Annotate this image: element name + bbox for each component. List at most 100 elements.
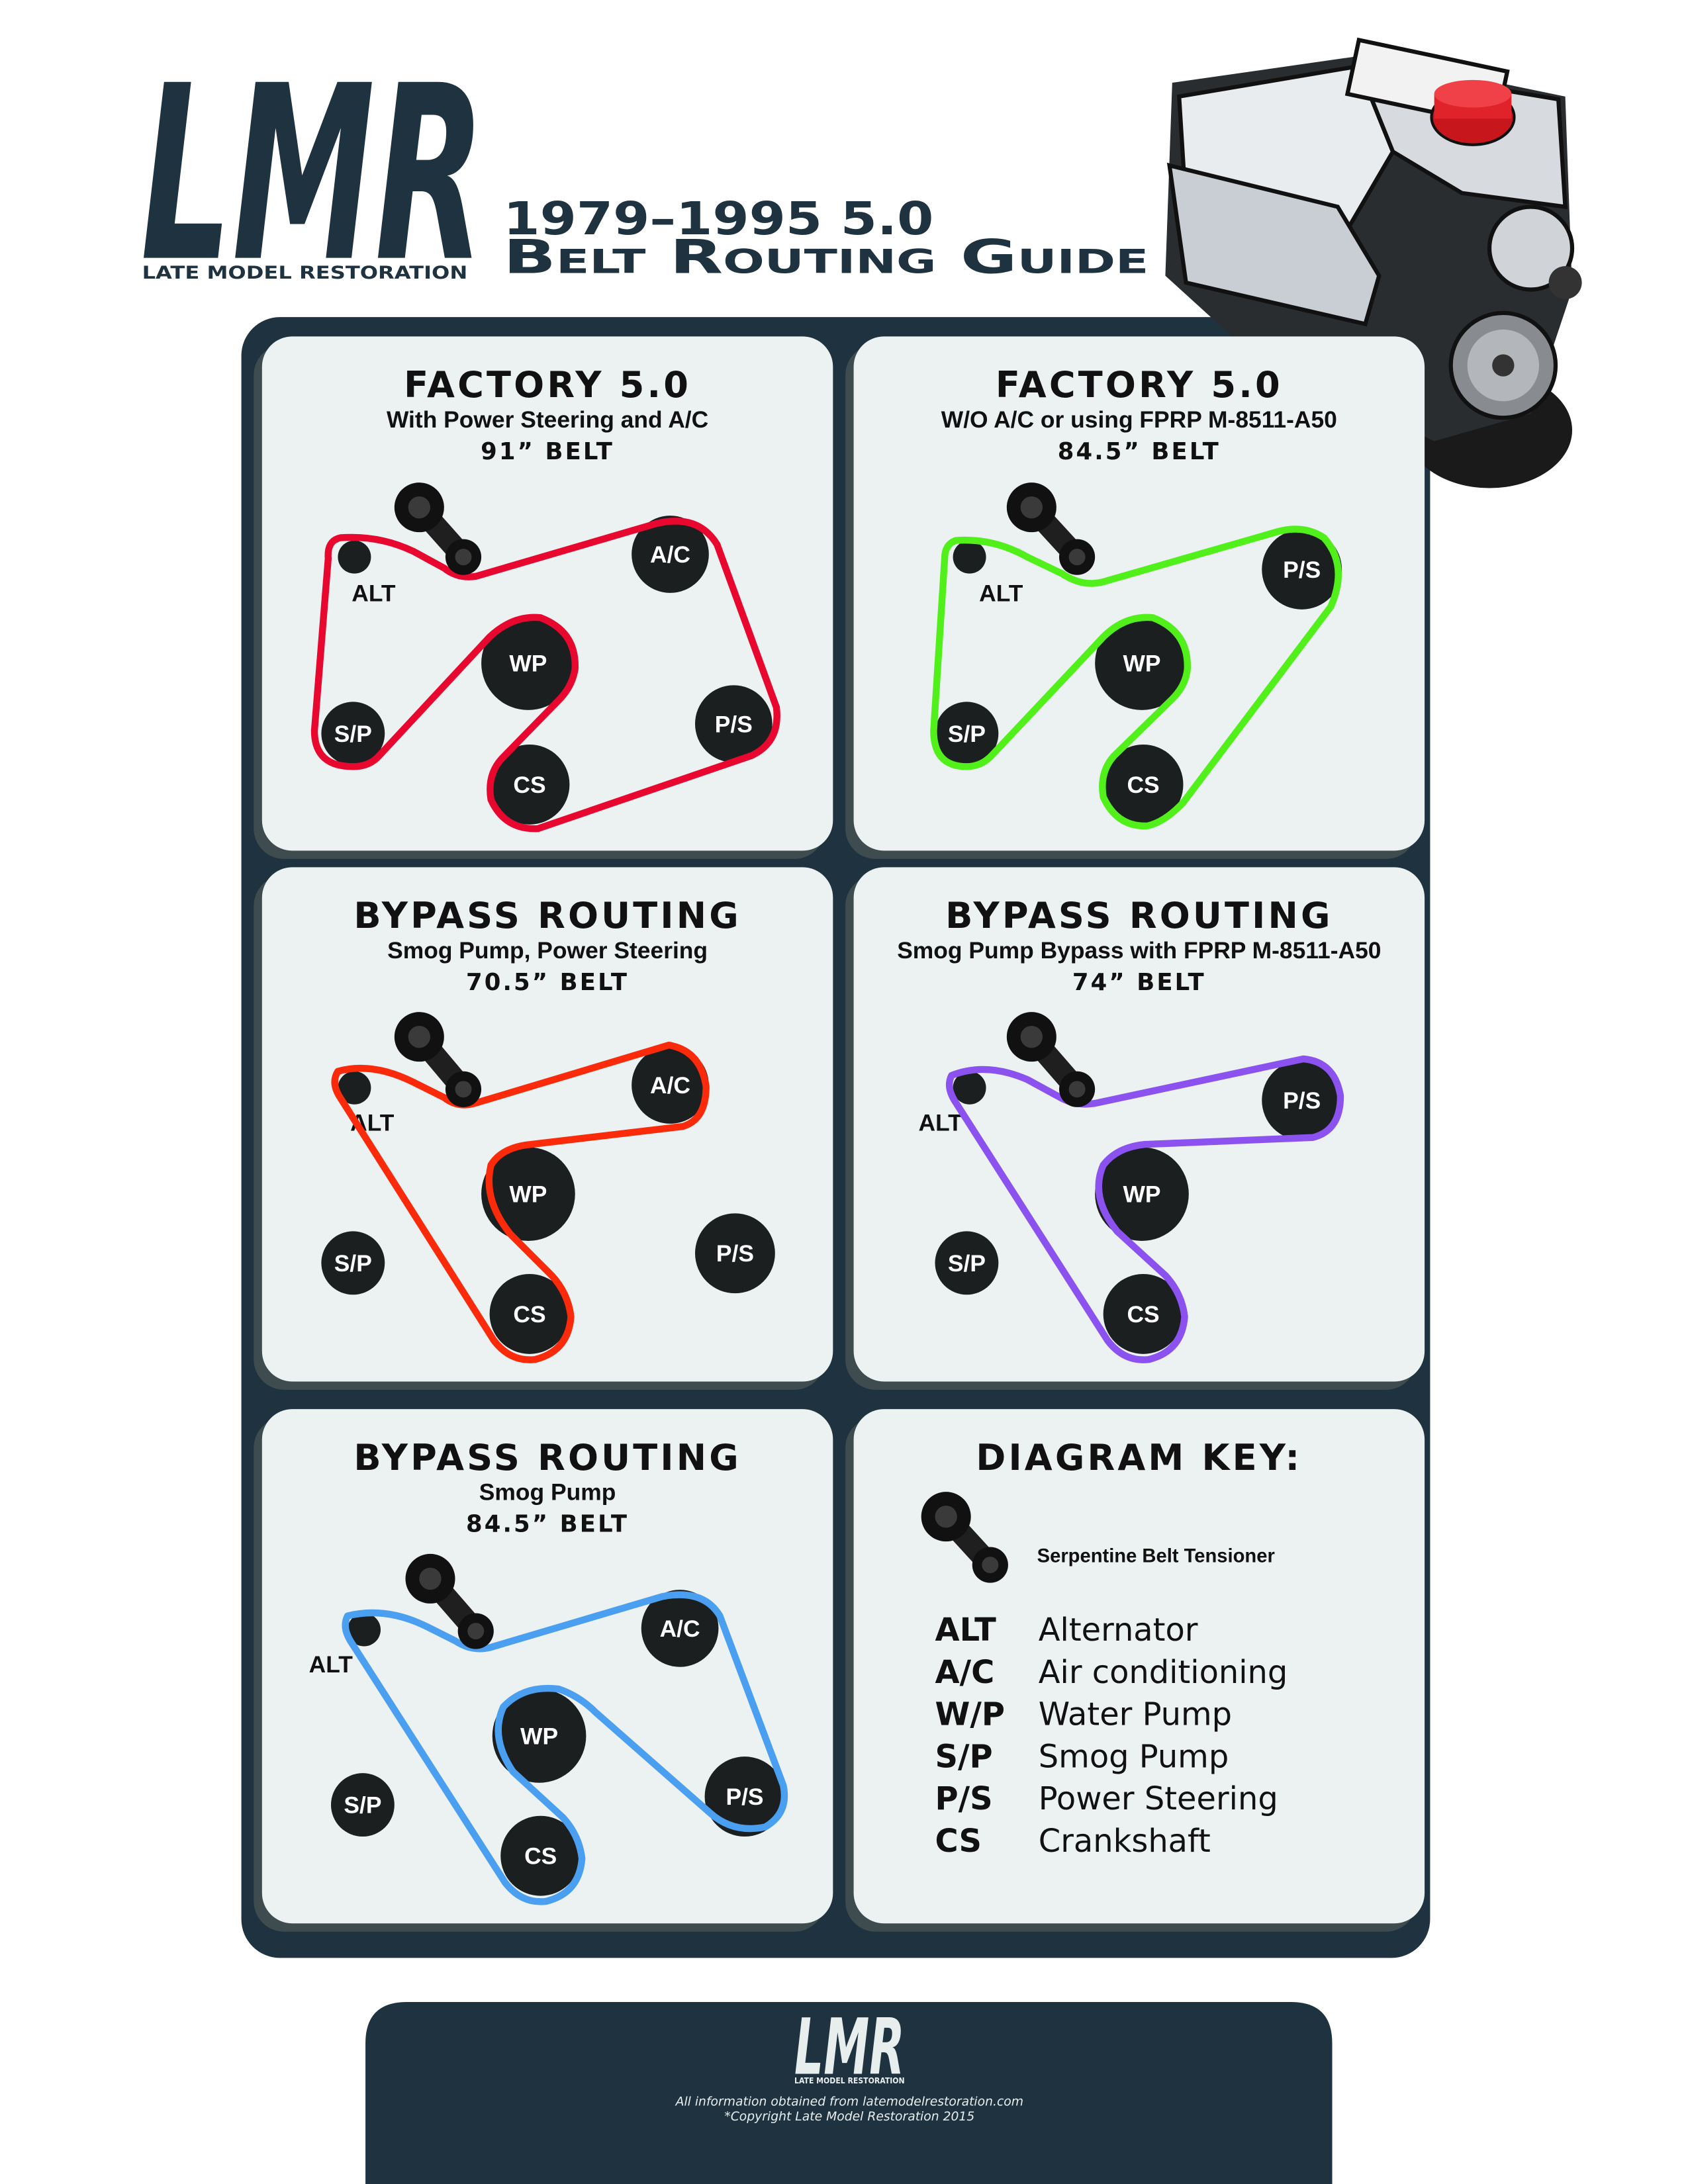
pulley: P/S bbox=[1262, 1060, 1342, 1140]
pulley-icon bbox=[935, 702, 999, 766]
pulley: P/S bbox=[695, 685, 773, 763]
pulley: WP bbox=[481, 1147, 575, 1241]
key-description: Water Pump bbox=[1039, 1697, 1232, 1733]
pulley-label: WP bbox=[509, 1181, 547, 1208]
pulley-label: S/P bbox=[344, 1792, 381, 1819]
alternator-pulley-icon bbox=[348, 1613, 381, 1647]
pulley-icon bbox=[1262, 529, 1342, 610]
card-subtitle: Smog Pump, Power Steering bbox=[387, 937, 708, 964]
footer-logo-tagline: LATE MODEL RESTORATION bbox=[794, 2075, 905, 2085]
key-title: DIAGRAM KEY: bbox=[976, 1437, 1302, 1479]
pulley: P/S bbox=[704, 1756, 785, 1837]
pulley-label: A/C bbox=[660, 1615, 700, 1642]
pulley-icon bbox=[704, 1756, 785, 1837]
card-title: FACTORY 5.0 bbox=[996, 364, 1283, 406]
alternator-pulley-icon bbox=[953, 1071, 986, 1105]
pulley: WP bbox=[481, 616, 575, 710]
guide-title-years: 1979–1995 5.0 bbox=[503, 193, 933, 246]
serpentine-belt bbox=[930, 525, 1342, 830]
card-subtitle: W/O A/C or using FPRP M-8511-A50 bbox=[941, 406, 1337, 433]
key-item: P/S Power Steering bbox=[935, 1781, 1278, 1817]
pulley-label: S/P bbox=[334, 1250, 372, 1277]
belt-length: 70.5” BELT bbox=[466, 969, 629, 996]
pulley-icon bbox=[489, 745, 570, 825]
footer-source: All information obtained from latemodelr… bbox=[675, 2095, 1023, 2109]
pulley-label: P/S bbox=[715, 711, 753, 737]
pulley-icon bbox=[695, 1213, 775, 1294]
key-description: Crankshaft bbox=[1039, 1823, 1211, 1860]
key-abbreviation: W/P bbox=[935, 1697, 1005, 1733]
pulley-label: S/P bbox=[948, 1250, 986, 1277]
pulley: CS bbox=[1103, 1274, 1184, 1354]
pulley-icon bbox=[1103, 1274, 1184, 1354]
key-abbreviation: CS bbox=[935, 1823, 982, 1860]
tensioner-icon bbox=[394, 1012, 482, 1107]
card-subtitle: Smog Pump Bypass with FPRP M-8511-A50 bbox=[897, 937, 1381, 964]
card-background bbox=[261, 336, 833, 851]
key-abbreviation: S/P bbox=[935, 1739, 993, 1775]
pulley-icon bbox=[695, 685, 773, 763]
tensioner-icon bbox=[405, 1553, 494, 1649]
pulley-icon bbox=[1095, 1147, 1189, 1241]
pulley-label: P/S bbox=[726, 1784, 763, 1810]
pulley-icon bbox=[935, 1231, 999, 1295]
belt-length: 84.5” BELT bbox=[466, 1511, 629, 1538]
pulley-label: CS bbox=[513, 772, 545, 798]
logo-tagline: LATE MODEL RESTORATION bbox=[142, 263, 468, 283]
pulley-icon bbox=[321, 702, 385, 766]
key-item: CS Crankshaft bbox=[935, 1823, 1211, 1860]
pulley: S/P bbox=[935, 1231, 999, 1295]
pulley: A/C bbox=[641, 1590, 719, 1667]
crank-pulley bbox=[1448, 310, 1558, 420]
serpentine-belt bbox=[310, 518, 780, 833]
pulley: S/P bbox=[331, 1773, 395, 1837]
alternator-label: ALT bbox=[309, 1651, 353, 1678]
pulley-icon bbox=[641, 1590, 719, 1667]
pulley: CS bbox=[489, 745, 570, 825]
pulley-label: P/S bbox=[1283, 557, 1321, 583]
belt-length: 91” BELT bbox=[481, 438, 614, 465]
pulley-icon bbox=[331, 1773, 395, 1837]
alternator-label: ALT bbox=[919, 1109, 963, 1136]
footer: LMR LATE MODEL RESTORATION All informati… bbox=[365, 2002, 1333, 2184]
belt-diagram-card: FACTORY 5.0W/O A/C or using FPRP M-8511-… bbox=[845, 336, 1425, 859]
guide-title: Belt Routing Guide bbox=[503, 229, 1149, 284]
pulley-label: P/S bbox=[1283, 1087, 1321, 1114]
pulley-icon bbox=[1095, 616, 1189, 710]
key-abbreviation: P/S bbox=[935, 1781, 993, 1817]
key-abbreviation: A/C bbox=[935, 1655, 995, 1691]
distributor-cap bbox=[1430, 79, 1516, 146]
pulley-label: A/C bbox=[650, 1072, 690, 1099]
pulley: CS bbox=[500, 1815, 581, 1896]
pulley-icon bbox=[481, 616, 575, 710]
pulley-label: S/P bbox=[948, 721, 986, 747]
pulley-icon bbox=[1103, 745, 1184, 825]
alternator-pulley-icon bbox=[338, 1071, 371, 1105]
pulley: S/P bbox=[321, 702, 385, 766]
pulley-label: WP bbox=[509, 651, 547, 677]
key-description: Power Steering bbox=[1039, 1781, 1278, 1817]
key-description: Alternator bbox=[1039, 1612, 1198, 1649]
pulley-icon bbox=[492, 1689, 586, 1783]
tensioner-icon bbox=[1006, 482, 1096, 575]
pulley-icon bbox=[489, 1274, 570, 1354]
pulley: P/S bbox=[1262, 529, 1342, 610]
pulley-icon bbox=[500, 1815, 581, 1896]
logo-letters: LMR bbox=[141, 34, 486, 315]
diagram-key-card: DIAGRAM KEY: Serpentine Belt Tensioner A… bbox=[845, 1409, 1425, 1932]
pulley: CS bbox=[489, 1274, 570, 1354]
pulley: WP bbox=[492, 1689, 586, 1783]
alternator-pulley-icon bbox=[338, 540, 371, 574]
serpentine-belt bbox=[342, 1591, 788, 1905]
key-description: Smog Pump bbox=[1039, 1739, 1229, 1775]
pulley: S/P bbox=[321, 1231, 385, 1295]
tensioner-label: Serpentine Belt Tensioner bbox=[1037, 1545, 1275, 1567]
pulley-icon bbox=[632, 1046, 709, 1124]
alternator-label: ALT bbox=[352, 580, 396, 606]
